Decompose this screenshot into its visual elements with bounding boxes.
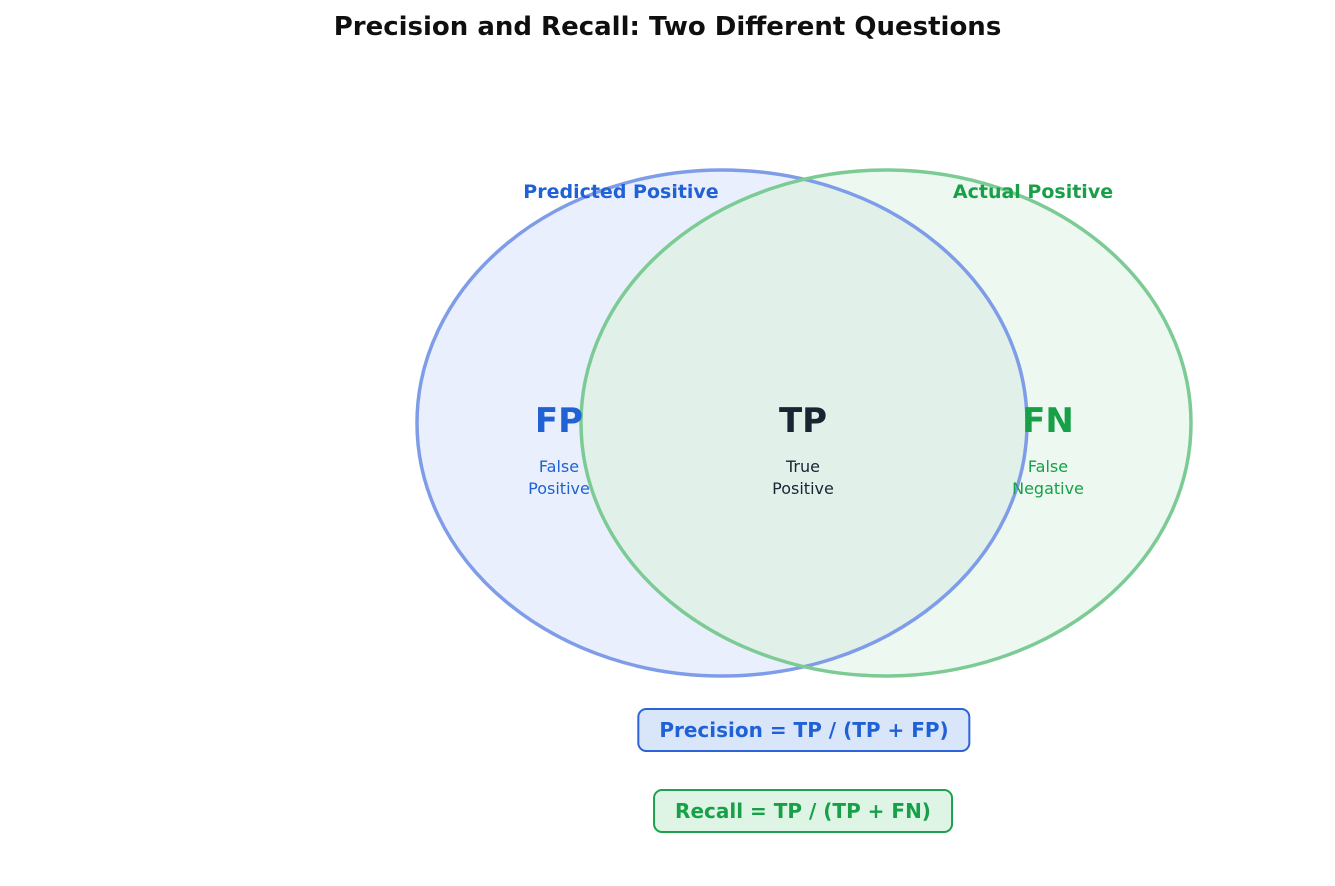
actual-positive-circle-outline [579,168,1193,678]
precision-formula-box: Precision = TP / (TP + FP) [637,708,971,752]
page-title: Precision and Recall: Two Different Ques… [333,12,1002,42]
region-fp-label: False Positive [528,456,590,500]
region-fp-label-line2: Positive [528,479,590,498]
region-fp-label-line1: False [538,457,580,476]
region-tp-abbr: TP [778,401,828,441]
region-fp-abbr: FP [534,401,584,441]
predicted-positive-circle-outline [415,168,1029,678]
region-fn-label: False Negative [1012,456,1084,500]
region-fn-label-line1: False [1027,457,1069,476]
overlap-region [579,179,1029,667]
set-label-actual-positive: Actual Positive [952,181,1114,203]
recall-formula-box: Recall = TP / (TP + FN) [653,789,953,833]
region-tp-label-line2: Positive [772,479,834,498]
region-tp-label: True Positive [772,456,834,500]
region-fn-label-line2: Negative [1012,479,1084,498]
region-tp-label-line1: True [786,457,820,476]
region-fn-abbr: FN [1022,401,1074,441]
set-label-predicted-positive: Predicted Positive [523,181,719,203]
